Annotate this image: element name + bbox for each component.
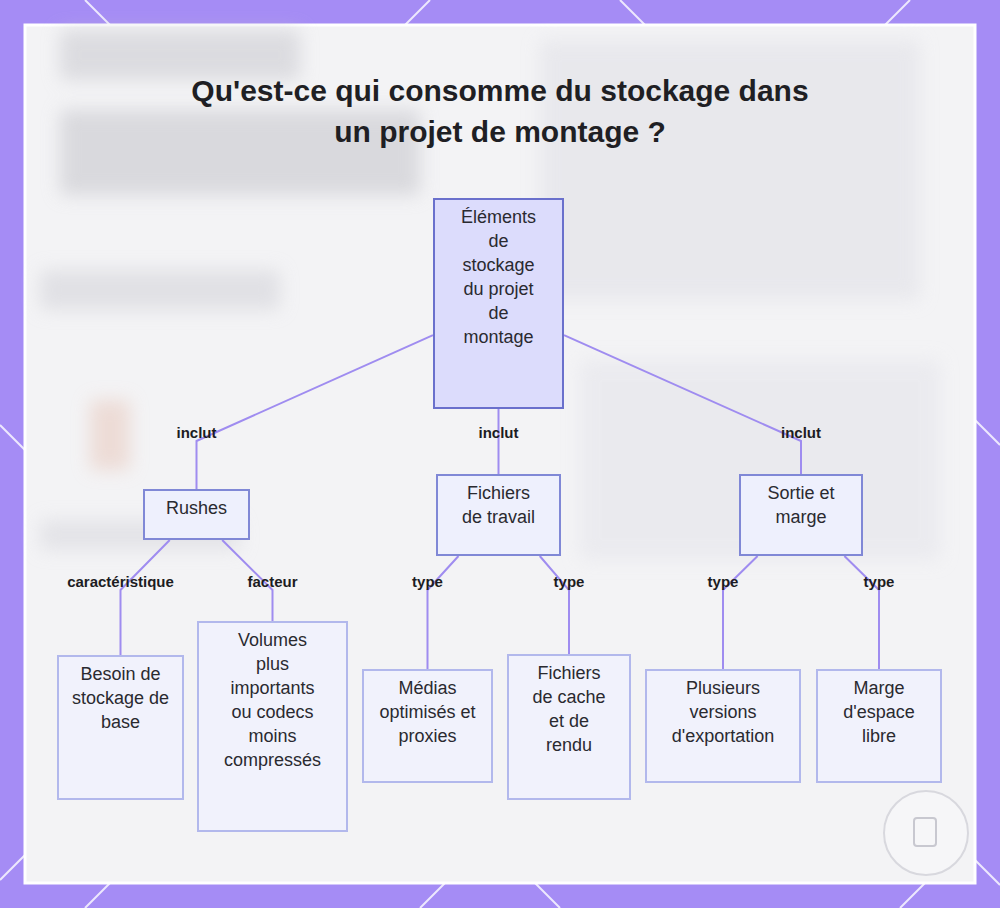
edge-label: type: [554, 573, 585, 590]
box-text: Plusieurs versions d'exportation: [661, 676, 785, 748]
edge-label: type: [412, 573, 443, 590]
concept-box: Marge d'espace libre: [816, 669, 942, 783]
concept-box: Fichiers de cache et de rendu: [507, 654, 631, 800]
concept-box: Médias optimisés et proxies: [362, 669, 493, 783]
root-box: Éléments de stockage du projet de montag…: [433, 198, 564, 409]
connector-line: [564, 335, 801, 474]
concept-box: Fichiers de travail: [436, 474, 561, 556]
concept-box: Rushes: [143, 489, 250, 540]
edge-label: caractéristique: [67, 573, 174, 590]
box-text: Sortie et marge: [755, 481, 847, 529]
blurred-background: [40, 30, 940, 560]
connector-line: [498, 409, 500, 474]
badge-icon: [914, 818, 936, 846]
concept-box: Sortie et marge: [739, 474, 863, 556]
corner-badge: [884, 791, 968, 875]
edge-label: inclut: [479, 424, 519, 441]
concept-box: Besoin de stockage de base: [57, 655, 184, 800]
concept-box: Plusieurs versions d'exportation: [645, 669, 801, 783]
box-text: Volumes plus importants ou codecs moins …: [223, 628, 322, 772]
concept-box: Volumes plus importants ou codecs moins …: [197, 621, 348, 832]
inner-panel: [25, 25, 975, 883]
edge-label: facteur: [247, 573, 297, 590]
edge-label: type: [864, 573, 895, 590]
edge-label: inclut: [177, 424, 217, 441]
diagram-title: Qu'est-ce qui consomme du stockage dans …: [180, 70, 820, 152]
box-text: Médias optimisés et proxies: [378, 676, 477, 748]
box-text: Rushes: [153, 496, 240, 520]
box-text: Marge d'espace libre: [832, 676, 926, 748]
box-text: Éléments de stockage du projet de montag…: [453, 205, 544, 349]
box-text: Fichiers de travail: [459, 481, 538, 529]
box-text: Besoin de stockage de base: [71, 662, 170, 734]
connector-line: [540, 556, 569, 654]
edge-label: type: [708, 573, 739, 590]
box-text: Fichiers de cache et de rendu: [528, 661, 610, 757]
edge-label: inclut: [781, 424, 821, 441]
connector-line: [197, 335, 434, 489]
connector-line: [121, 540, 170, 655]
